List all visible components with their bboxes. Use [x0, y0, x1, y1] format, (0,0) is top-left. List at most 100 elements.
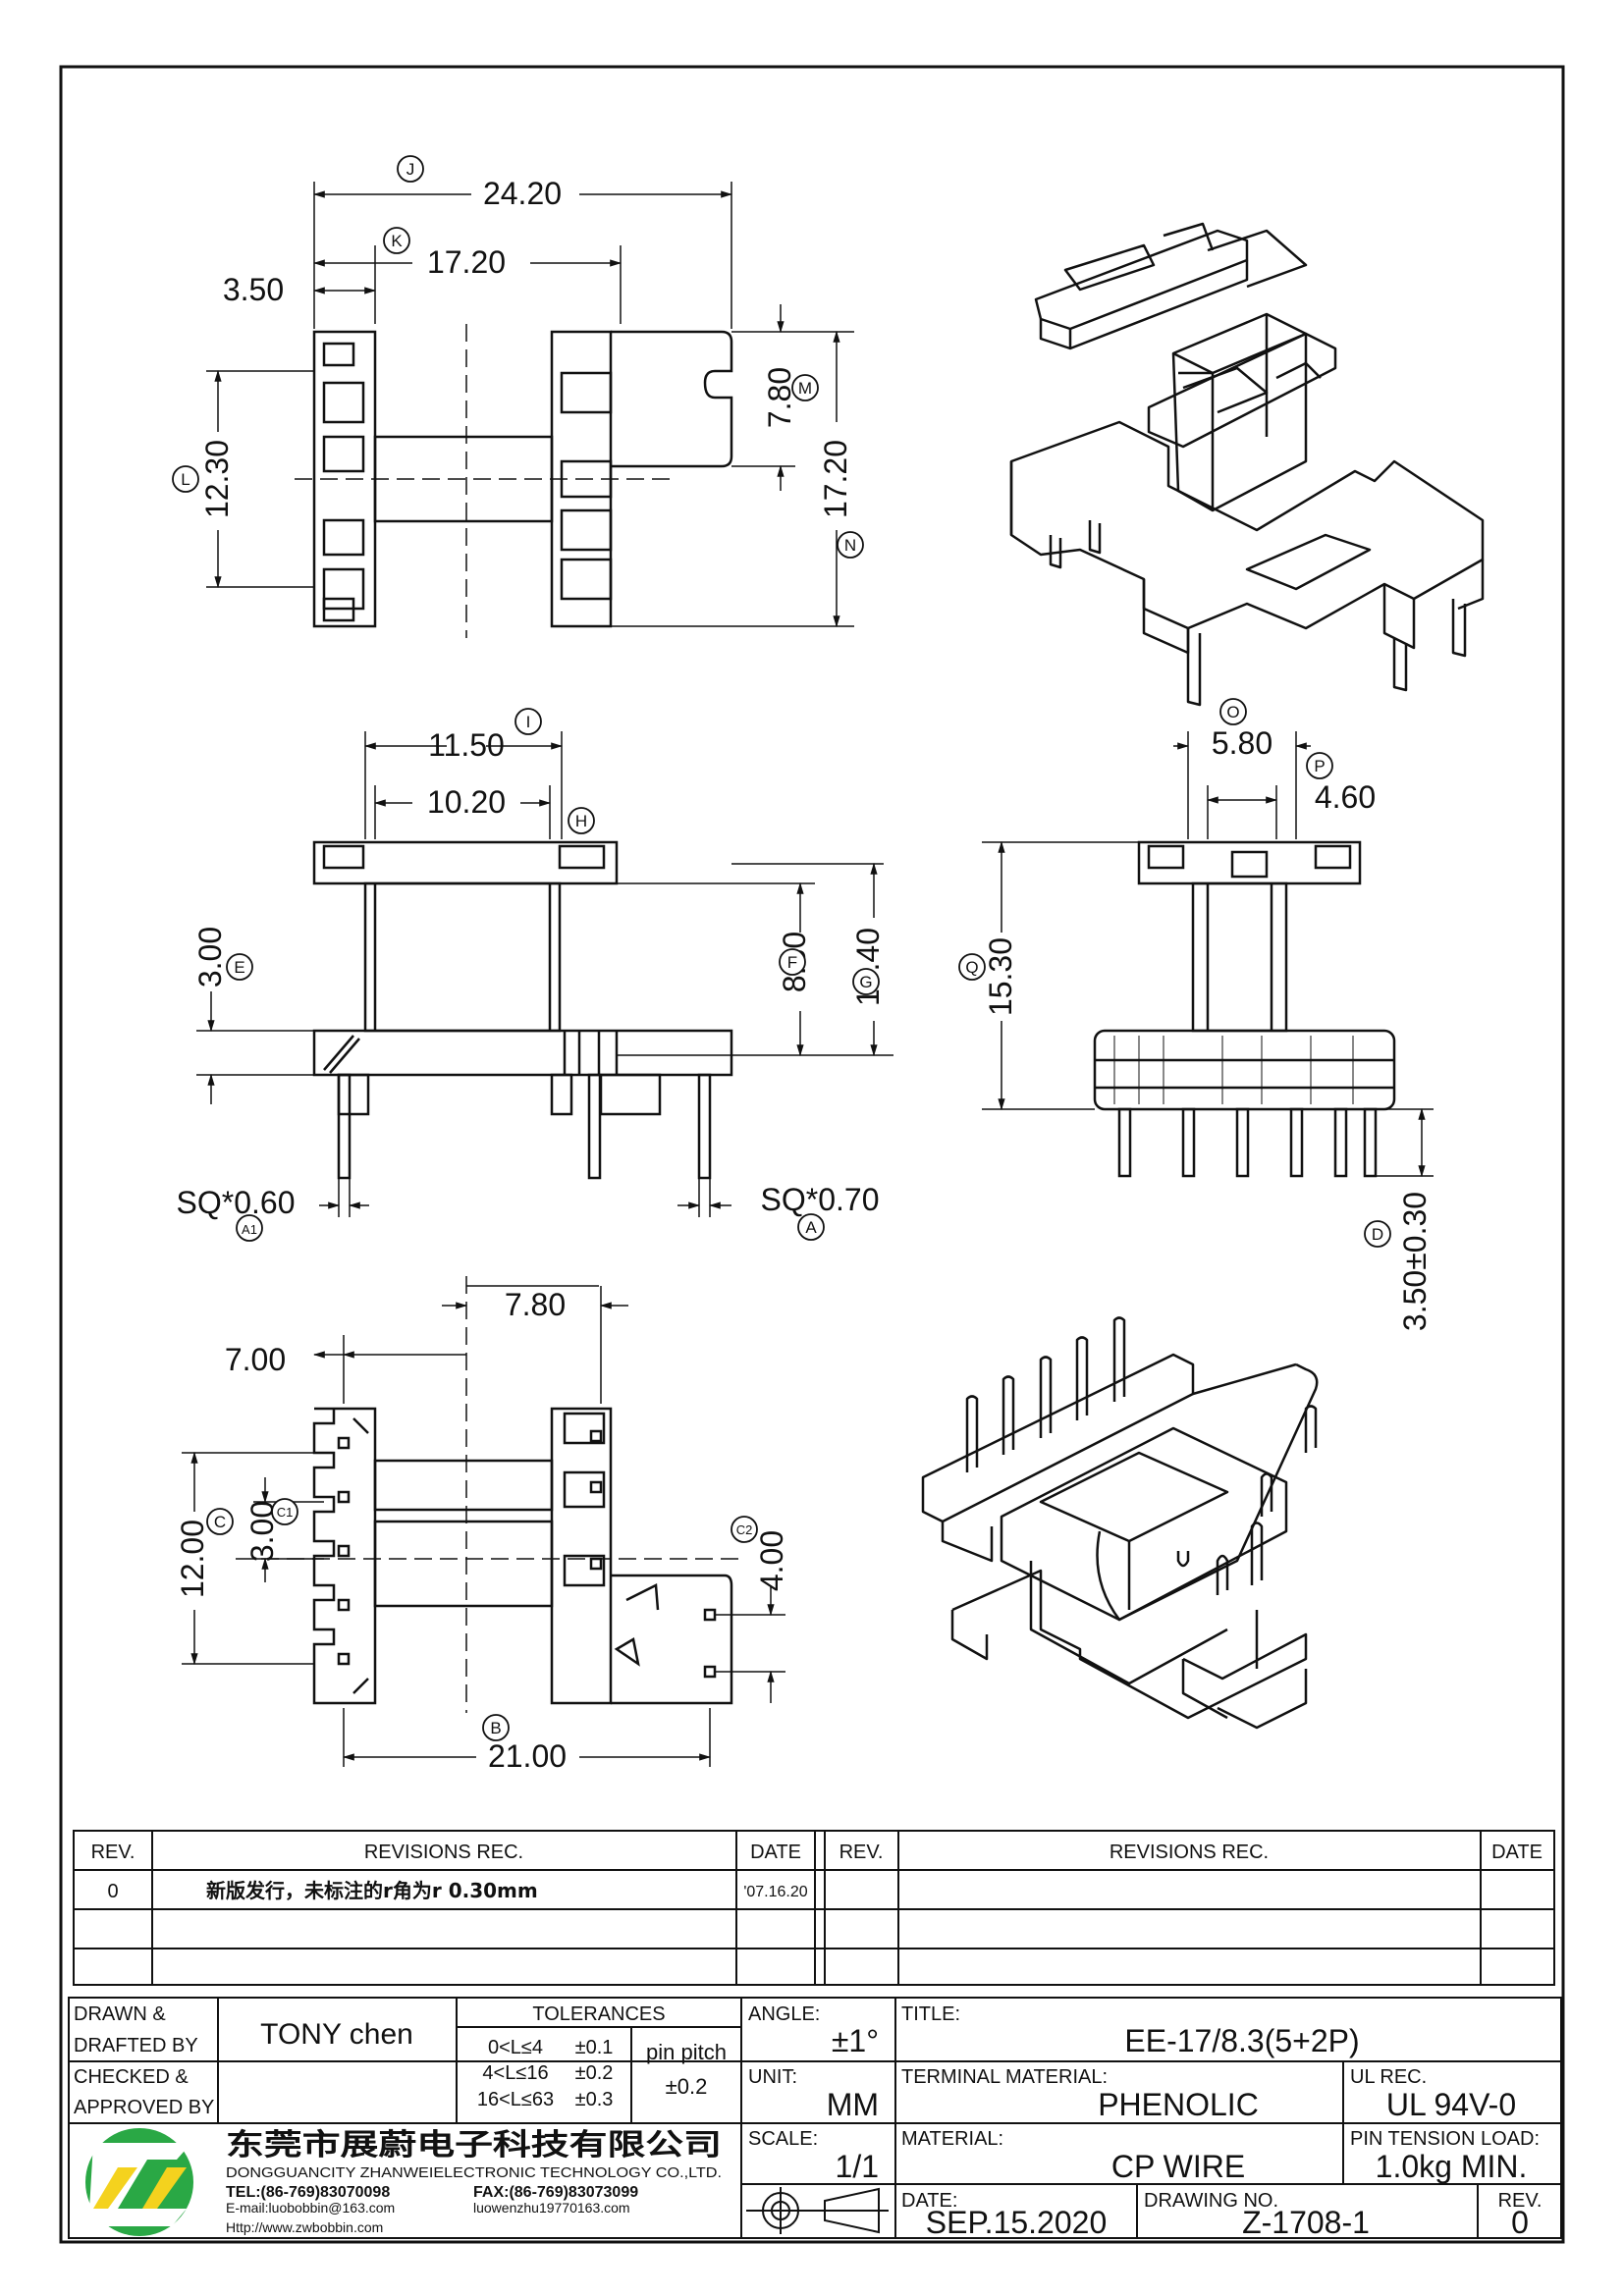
title-val: EE-17/8.3(5+2P): [1124, 2023, 1359, 2058]
rev-header-rev-2: REV.: [839, 1842, 884, 1863]
marker-c: C: [214, 1513, 226, 1531]
marker-j: J: [406, 160, 415, 179]
rev-header-rev: REV.: [91, 1842, 135, 1863]
marker-o: O: [1226, 703, 1239, 721]
dim-bot-left: 7.00: [225, 1342, 286, 1377]
dim-top-left-height: 12.30: [199, 440, 235, 518]
marker-p: P: [1314, 757, 1325, 775]
dim-side-core: 4.60: [1315, 779, 1376, 815]
drawing-no-label: DRAWING NO.: [1144, 2190, 1278, 2212]
tol-range-2: 16<L≤63: [477, 2089, 554, 2110]
rev-header-revisions-2: REVISIONS REC.: [1110, 1842, 1269, 1863]
rev-header-revisions: REVISIONS REC.: [364, 1842, 523, 1863]
marker-n: N: [844, 536, 856, 555]
rev-row-0-text: 新版发行，未标注的r角为r 0.30mm: [206, 1879, 538, 1902]
material-label: MATERIAL:: [901, 2128, 1003, 2150]
unit-label: UNIT:: [748, 2066, 797, 2088]
dim-front-flange: 3.00: [192, 927, 228, 988]
tol-val-1: ±0.2: [575, 2062, 614, 2084]
drawing-no-val: Z-1708-1: [1242, 2205, 1370, 2240]
tol-val-2: ±0.3: [575, 2089, 614, 2110]
marker-a: A: [805, 1218, 817, 1237]
company-tel: TEL:(86-769)83070098: [226, 2184, 390, 2201]
marker-g: G: [859, 973, 872, 991]
marker-c1: C1: [277, 1505, 294, 1520]
checked-label-2: APPROVED BY: [74, 2097, 214, 2118]
rev-label: REV.: [1498, 2190, 1543, 2212]
tol-val-0: ±0.1: [575, 2037, 614, 2058]
dim-side-height: 15.30: [983, 937, 1018, 1016]
sheet-border: [59, 65, 1565, 2244]
date-label: DATE:: [901, 2190, 957, 2212]
pin-pitch-label: pin pitch: [646, 2040, 727, 2064]
isometric-view-bottom: [921, 1316, 1319, 1730]
dim-sq-right: SQ*0.70: [761, 1182, 880, 1217]
dim-sq-left: SQ*0.60: [177, 1185, 296, 1220]
tolerances-label: TOLERANCES: [532, 2003, 665, 2025]
company-logo-icon: [85, 2128, 193, 2236]
revision-table: [73, 1830, 1555, 1986]
date-val: SEP.15.2020: [926, 2205, 1107, 2240]
dim-front-inner: 10.20: [427, 784, 506, 820]
dim-bot-right-pitch: 4.00: [754, 1530, 789, 1591]
tol-range-1: 4<L≤16: [482, 2062, 548, 2084]
dim-top-width: 24.20: [483, 176, 562, 211]
marker-c2: C2: [736, 1522, 753, 1537]
company-name-en: DONGGUANCITY ZHANWEIELECTRONIC TECHNOLOG…: [226, 2164, 722, 2181]
marker-d: D: [1372, 1225, 1383, 1244]
angle-label: ANGLE:: [748, 2003, 820, 2025]
dim-bot-height: 12.00: [175, 1520, 210, 1598]
dim-top-right-height: 17.20: [818, 440, 853, 518]
rev-row-0-rev: 0: [107, 1881, 118, 1902]
company-name-cn: 东莞市展蔚电子科技有限公司: [226, 2128, 722, 2163]
company-email: E-mail:luobobbin@163.com: [226, 2200, 395, 2216]
dim-top-notch: 7.80: [762, 367, 797, 428]
side-view: [1093, 840, 1396, 1178]
marker-h: H: [575, 812, 587, 830]
front-view: [312, 840, 733, 1180]
isometric-view-top: [1009, 222, 1485, 707]
rev-header-date: DATE: [750, 1842, 801, 1863]
pin-tension-label: PIN TENSION LOAD:: [1350, 2128, 1540, 2150]
checked-label-1: CHECKED &: [74, 2066, 189, 2088]
terminal-label: TERMINAL MATERIAL:: [901, 2066, 1108, 2088]
ul-val: UL 94V-0: [1386, 2087, 1516, 2122]
marker-l: L: [181, 470, 189, 489]
title-block: [68, 1997, 1562, 2239]
pin-tension-val: 1.0kg MIN.: [1376, 2149, 1528, 2184]
title-label: TITLE:: [901, 2003, 960, 2025]
rev-val: 0: [1511, 2205, 1529, 2240]
dim-front-outer: 11.50: [428, 727, 505, 763]
marker-a1: A1: [242, 1222, 257, 1237]
dim-bot-offset: 7.80: [505, 1287, 566, 1322]
marker-e: E: [234, 958, 244, 977]
marker-i: I: [526, 713, 531, 731]
material-val: CP WIRE: [1111, 2149, 1245, 2184]
rev-header-date-2: DATE: [1491, 1842, 1543, 1863]
projection-symbol-icon: [746, 2187, 889, 2234]
ul-label: UL REC.: [1350, 2066, 1427, 2088]
company-http: Http://www.zwbobbin.com: [226, 2219, 383, 2235]
dim-bot-width: 21.00: [488, 1738, 567, 1774]
drawn-label-2: DRAFTED BY: [74, 2035, 198, 2056]
company-fax: FAX:(86-769)83073099: [473, 2184, 638, 2201]
tol-range-0: 0<L≤4: [488, 2037, 543, 2058]
unit-val: MM: [827, 2087, 879, 2122]
marker-q: Q: [965, 958, 978, 977]
dimension-markers: [172, 155, 1391, 1741]
pin-pitch-val: ±0.2: [666, 2074, 708, 2099]
scale-val: 1/1: [836, 2149, 879, 2184]
dim-top-inner: 17.20: [427, 244, 506, 280]
scale-label: SCALE:: [748, 2128, 818, 2150]
dim-top-left-flange: 3.50: [223, 272, 284, 307]
marker-f: F: [787, 953, 797, 972]
drawn-value: TONY chen: [260, 2018, 413, 2051]
dim-side-top: 5.80: [1212, 725, 1272, 761]
rev-row-0-date: '07.16.20: [743, 1884, 807, 1900]
dim-pin-length: 3.50±0.30: [1397, 1192, 1433, 1331]
company-email-2: luowenzhu19770163.com: [473, 2200, 630, 2216]
marker-b: B: [490, 1719, 501, 1737]
angle-val: ±1°: [832, 2023, 879, 2058]
bottom-view: [312, 1407, 733, 1705]
